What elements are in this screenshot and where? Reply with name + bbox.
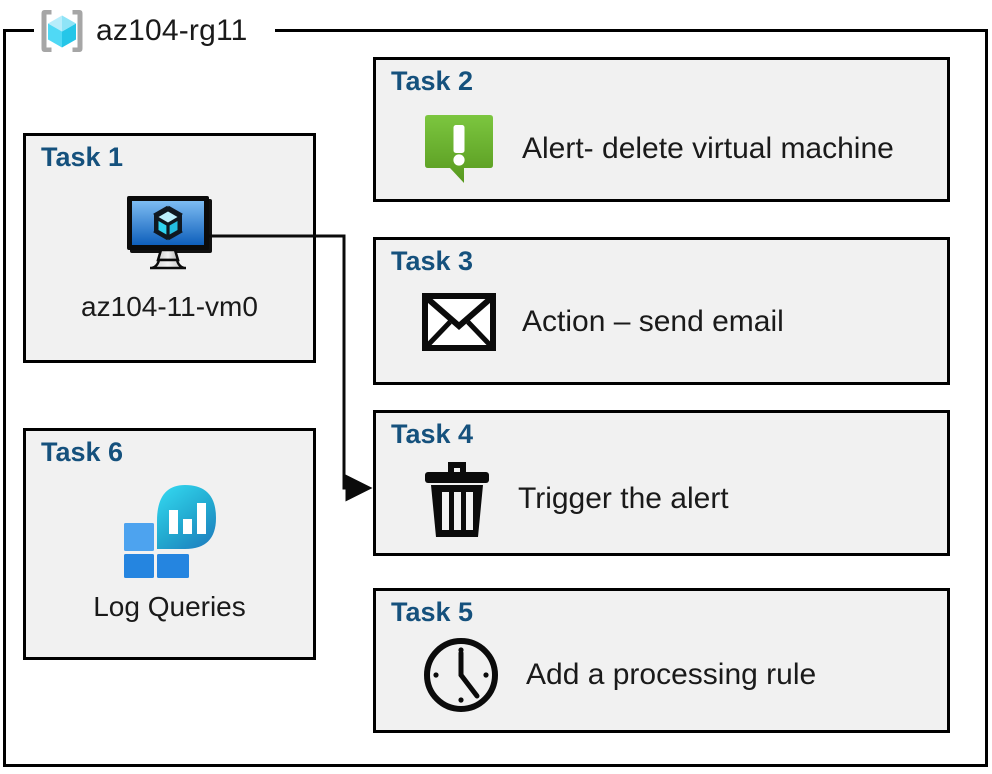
task-card-task1[interactable]: Task 1 (23, 133, 316, 363)
task-card-task6[interactable]: Task 6 (23, 428, 316, 660)
task1-caption: az104-11-vm0 (81, 291, 258, 322)
resource-group-container (3, 29, 988, 767)
task-label: Task 2 (391, 66, 474, 96)
task-label: Task 1 (41, 142, 124, 172)
resource-group-border-left-stub (3, 29, 40, 32)
task6-caption: Log Queries (93, 591, 246, 622)
resource-group-header: az104-rg11 (34, 2, 254, 60)
task-label: Task 5 (391, 597, 474, 627)
task2-row: Alert- delete virtual machine (422, 112, 937, 186)
task-card-task3[interactable]: Task 3 Action – send email (373, 237, 950, 385)
task-card-task2[interactable]: Task 2 Alert- delete virtual machine (373, 57, 950, 202)
task4-caption: Trigger the alert (518, 482, 729, 515)
task5-row: Add a processing rule (422, 636, 937, 714)
task3-row: Action – send email (422, 293, 937, 351)
task4-row: Trigger the alert (422, 459, 937, 539)
task6-icon-wrap (26, 483, 313, 579)
task3-caption: Action – send email (522, 305, 784, 338)
task5-caption: Add a processing rule (526, 658, 817, 691)
resource-group-border-right-run (275, 29, 988, 32)
task-label: Task 6 (41, 437, 124, 467)
task-card-task4[interactable]: Task 4 Trigger the alert (373, 410, 950, 556)
clock-icon (424, 638, 498, 712)
log-analytics-icon (123, 485, 216, 578)
task2-caption: Alert- delete virtual machine (522, 132, 894, 165)
resource-group-name: az104-rg11 (96, 14, 248, 47)
task-label: Task 4 (391, 419, 474, 449)
alert-bubble-icon (425, 115, 493, 183)
azure-resource-group-icon (41, 10, 83, 52)
task-card-task5[interactable]: Task 5 Add a processing rule (373, 588, 950, 733)
virtual-machine-icon (126, 196, 212, 270)
trash-icon (425, 462, 489, 537)
envelope-icon (422, 293, 496, 351)
task-label: Task 3 (391, 246, 474, 276)
task1-icon-wrap (26, 194, 313, 272)
